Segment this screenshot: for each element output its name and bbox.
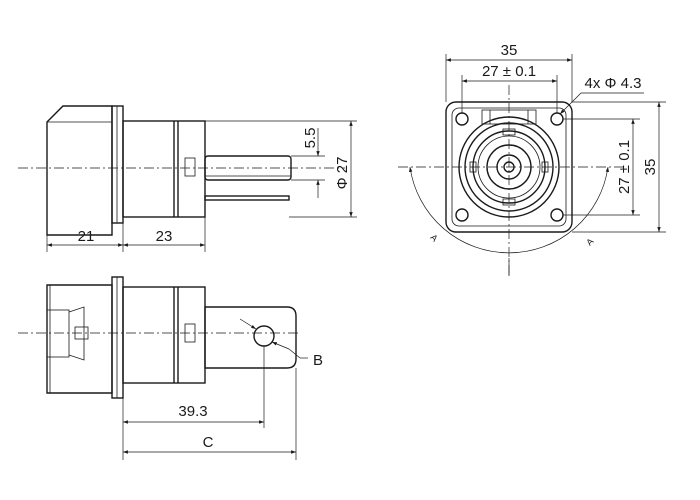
side-view-lead (204, 195, 290, 201)
side-view-flange (111, 105, 124, 224)
mounting-hole-tr (550, 112, 564, 126)
dim-39.3-label: 39.3 (178, 403, 207, 420)
dim-21-label: 21 (78, 228, 95, 245)
top-view-tab (204, 306, 297, 369)
rotation-mark-left: A (428, 232, 439, 243)
mounting-hole-tl (455, 112, 469, 126)
side-view-body (122, 120, 206, 218)
mounting-hole-br (550, 208, 564, 222)
top-view-hole (253, 325, 275, 347)
dim-23-label: 23 (156, 228, 173, 245)
dim-35-height-label: 35 (642, 159, 659, 176)
mounting-hole-bl (455, 208, 469, 222)
top-view: B 39.3 C (18, 276, 323, 460)
dim-c-label: C (203, 434, 214, 451)
dim-phi27-label: Φ 27 (334, 157, 351, 190)
top-view-flange (111, 276, 124, 399)
dim-27-h-label: 27 ± 0.1 (482, 63, 536, 80)
dim-27-v-label: 27 ± 0.1 (616, 140, 633, 194)
rotation-mark-right: A (584, 236, 595, 247)
side-view: 21 23 5.5 Φ 27 (18, 105, 357, 252)
hole-label-b: B (313, 352, 323, 369)
front-view: 35 27 ± 0.1 4x Φ 4.3 27 ± 0.1 35 A A (398, 42, 666, 276)
top-view-body (122, 286, 206, 384)
dim-35-width-label: 35 (501, 42, 518, 59)
side-view-cap (46, 105, 113, 236)
hole-callout-label: 4x Φ 4.3 (585, 75, 642, 92)
dim-5.5-label: 5.5 (302, 128, 319, 149)
rotation-arc (409, 166, 609, 254)
side-view-pin (204, 155, 292, 181)
